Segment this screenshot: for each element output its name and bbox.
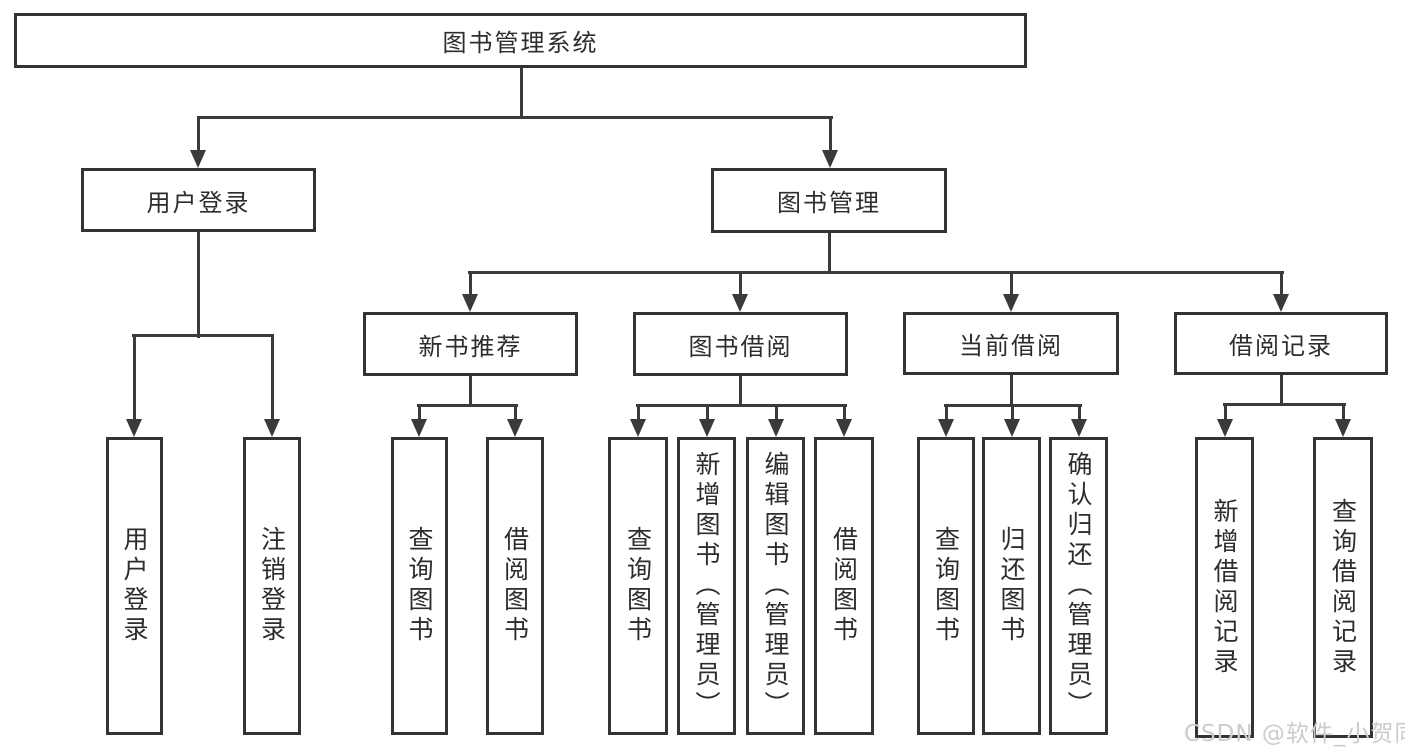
leaf-query-borrow-record-label: 查询借阅记录 <box>1328 497 1358 678</box>
arrowhead-down-icon <box>1071 419 1087 437</box>
connector-arrow-stem <box>1224 403 1227 421</box>
leaf-logout-label: 注销登录 <box>257 526 287 646</box>
leaf-add-books-admin-label: 新增图书（管理员） <box>692 451 721 721</box>
arrowhead-down-icon <box>938 419 954 437</box>
node-book-management-label: 图书管理 <box>777 189 881 217</box>
leaf-borrow-books-recommend-label: 借阅图书 <box>500 526 530 646</box>
leaf-add-borrow-record-label: 新增借阅记录 <box>1210 497 1239 678</box>
arrowhead-down-icon <box>768 419 784 437</box>
leaf-borrow-books-label: 借阅图书 <box>829 526 859 646</box>
node-library-system-label: 图书管理系统 <box>442 29 599 57</box>
connector-stem <box>828 233 831 274</box>
arrowhead-down-icon <box>462 294 478 312</box>
connector-hline <box>132 334 274 337</box>
node-library-system: 图书管理系统 <box>14 13 1027 68</box>
node-new-book-recommend-label: 新书推荐 <box>418 332 523 361</box>
connector-stem <box>469 376 472 407</box>
node-book-borrow: 图书借阅 <box>633 312 848 376</box>
connector-arrow-stem <box>637 404 640 421</box>
leaf-query-books-borrow: 查询图书 <box>608 437 668 735</box>
leaf-query-borrow-record: 查询借阅记录 <box>1313 437 1373 738</box>
arrowhead-down-icon <box>822 150 838 168</box>
arrowhead-down-icon <box>630 419 646 437</box>
watermark: CSDN @软件_小贺同学 <box>1184 721 1405 747</box>
arrowhead-down-icon <box>699 419 715 437</box>
arrowhead-down-icon <box>190 150 206 168</box>
arrowhead-down-icon <box>732 294 748 312</box>
node-book-borrow-label: 图书借阅 <box>688 332 793 361</box>
connector-arrow-stem <box>133 334 136 421</box>
connector-arrow-stem <box>1011 404 1014 421</box>
arrowhead-down-icon <box>126 419 142 437</box>
leaf-query-books-borrow-label: 查询图书 <box>623 526 653 646</box>
connector-arrow-stem <box>514 404 517 421</box>
node-book-management: 图书管理 <box>711 168 947 233</box>
leaf-borrow-books-recommend: 借阅图书 <box>486 437 544 735</box>
leaf-query-books-recommend-label: 查询图书 <box>405 526 434 646</box>
connector-arrow-stem <box>739 271 742 296</box>
connector-arrow-stem <box>945 404 948 421</box>
node-borrow-record-label: 借阅记录 <box>1229 332 1333 360</box>
connector-stem <box>1010 375 1013 407</box>
arrowhead-down-icon <box>1004 419 1020 437</box>
connector-arrow-stem <box>1078 404 1081 421</box>
arrowhead-down-icon <box>1217 419 1233 437</box>
connector-hline <box>197 116 833 119</box>
connector-arrow-stem <box>843 404 846 421</box>
leaf-confirm-return-admin: 确认归还（管理员） <box>1049 437 1108 735</box>
arrowhead-down-icon <box>836 419 852 437</box>
connector-arrow-stem <box>418 404 421 421</box>
connector-stem <box>1280 375 1283 406</box>
node-user-login: 用户登录 <box>81 168 316 232</box>
connector-arrow-stem <box>829 116 832 152</box>
node-new-book-recommend: 新书推荐 <box>363 312 578 376</box>
leaf-edit-books-admin-label: 编辑图书（管理员） <box>761 451 790 721</box>
connector-arrow-stem <box>197 116 200 152</box>
node-borrow-record: 借阅记录 <box>1174 312 1388 375</box>
leaf-query-books-current: 查询图书 <box>917 437 975 735</box>
arrowhead-down-icon <box>1273 294 1289 312</box>
connector-arrow-stem <box>271 334 274 421</box>
leaf-add-borrow-record: 新增借阅记录 <box>1195 437 1254 738</box>
leaf-query-books-recommend: 查询图书 <box>391 437 448 735</box>
arrowhead-down-icon <box>1003 294 1019 312</box>
arrowhead-down-icon <box>264 419 280 437</box>
leaf-return-books-label: 归还图书 <box>997 526 1026 646</box>
leaf-query-books-current-label: 查询图书 <box>931 526 961 646</box>
connector-hline <box>636 404 847 407</box>
connector-arrow-stem <box>1010 271 1013 296</box>
node-current-borrow-label: 当前借阅 <box>959 332 1063 360</box>
connector-arrow-stem <box>469 271 472 296</box>
leaf-return-books: 归还图书 <box>982 437 1041 735</box>
node-user-login-label: 用户登录 <box>146 188 251 217</box>
leaf-borrow-books: 借阅图书 <box>814 437 874 735</box>
connector-hline <box>468 271 1284 274</box>
connector-hline <box>1223 403 1346 406</box>
leaf-logout: 注销登录 <box>243 437 301 735</box>
leaf-confirm-return-admin-label: 确认归还（管理员） <box>1064 451 1093 721</box>
connector-stem <box>739 376 742 407</box>
connector-arrow-stem <box>1280 271 1283 296</box>
arrowhead-down-icon <box>507 419 523 437</box>
leaf-edit-books-admin: 编辑图书（管理员） <box>746 437 805 735</box>
connector-stem <box>197 232 200 338</box>
connector-stem <box>520 68 523 118</box>
leaf-add-books-admin: 新增图书（管理员） <box>677 437 736 735</box>
leaf-user-login: 用户登录 <box>106 437 163 735</box>
arrowhead-down-icon <box>1335 419 1351 437</box>
connector-arrow-stem <box>1342 403 1345 421</box>
connector-hline <box>417 404 518 407</box>
connector-arrow-stem <box>775 404 778 421</box>
leaf-user-login-label: 用户登录 <box>120 526 149 646</box>
node-current-borrow: 当前借阅 <box>903 312 1119 375</box>
arrowhead-down-icon <box>411 419 427 437</box>
connector-arrow-stem <box>706 404 709 421</box>
